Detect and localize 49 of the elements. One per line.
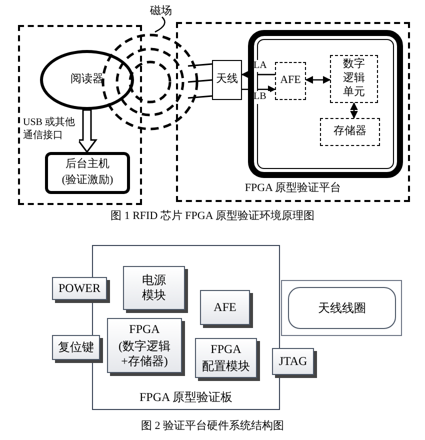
dashed-block <box>275 62 306 100</box>
edge-label: USB 或其他通信接口 <box>23 117 79 142</box>
arrow <box>241 70 275 78</box>
node-label: AFE <box>214 300 236 315</box>
node-label: 复位键 <box>58 340 94 355</box>
node-label: 天线线圈 <box>318 300 366 316</box>
antenna-lines <box>187 63 213 99</box>
node-label: FPGA 原型验证平台 <box>244 182 342 196</box>
figure-caption: 图 2 验证平台硬件系统结构图 <box>140 418 285 434</box>
leader-line <box>154 16 166 33</box>
hollow-arrow <box>76 109 98 154</box>
node-label: JTAG <box>278 354 308 369</box>
dashed-region <box>176 22 410 202</box>
node-label: FPGA <box>128 322 161 337</box>
node-label: (验证激励) <box>62 174 114 188</box>
node-label: 存储器 <box>334 125 366 139</box>
edge-label: LA <box>254 60 270 72</box>
edge-label: LB <box>254 91 270 104</box>
arrow <box>242 85 276 94</box>
node-label: 配置模块 <box>202 359 250 374</box>
module-box <box>52 277 107 300</box>
dashed-block <box>320 118 380 146</box>
host-box <box>45 152 130 194</box>
node-label: (数字逻辑+存储器) <box>118 339 172 369</box>
module-box <box>52 335 100 360</box>
node-label: FPGA <box>210 342 242 357</box>
field-label: 磁场 <box>150 3 180 17</box>
node-label: 数字逻辑单元 <box>342 58 366 100</box>
module-box <box>195 338 257 378</box>
dashed-block <box>330 55 378 103</box>
node-label: FPGA 原型验证板 <box>139 390 233 405</box>
module-box <box>107 318 182 373</box>
reader-ellipse <box>40 50 134 110</box>
module-box <box>272 348 314 375</box>
chip-frame <box>248 30 403 178</box>
node-label: 阅读器 <box>70 73 104 87</box>
node-label: 后台主机 <box>66 158 110 172</box>
arrow <box>350 102 358 119</box>
module-box <box>123 266 185 310</box>
antenna-frame <box>281 280 402 336</box>
node-label: POWER <box>58 281 100 296</box>
node-label: 电源模块 <box>141 273 167 303</box>
node-label: 天线 <box>216 73 238 87</box>
arrow <box>305 76 331 84</box>
module-box <box>200 290 250 325</box>
figure-caption: 图 1 RFID 芯片 FPGA 原型验证环境原理图 <box>110 208 316 224</box>
antenna-box <box>212 60 242 100</box>
antenna-coil-box <box>288 287 396 329</box>
node-label: AFE <box>280 74 301 88</box>
